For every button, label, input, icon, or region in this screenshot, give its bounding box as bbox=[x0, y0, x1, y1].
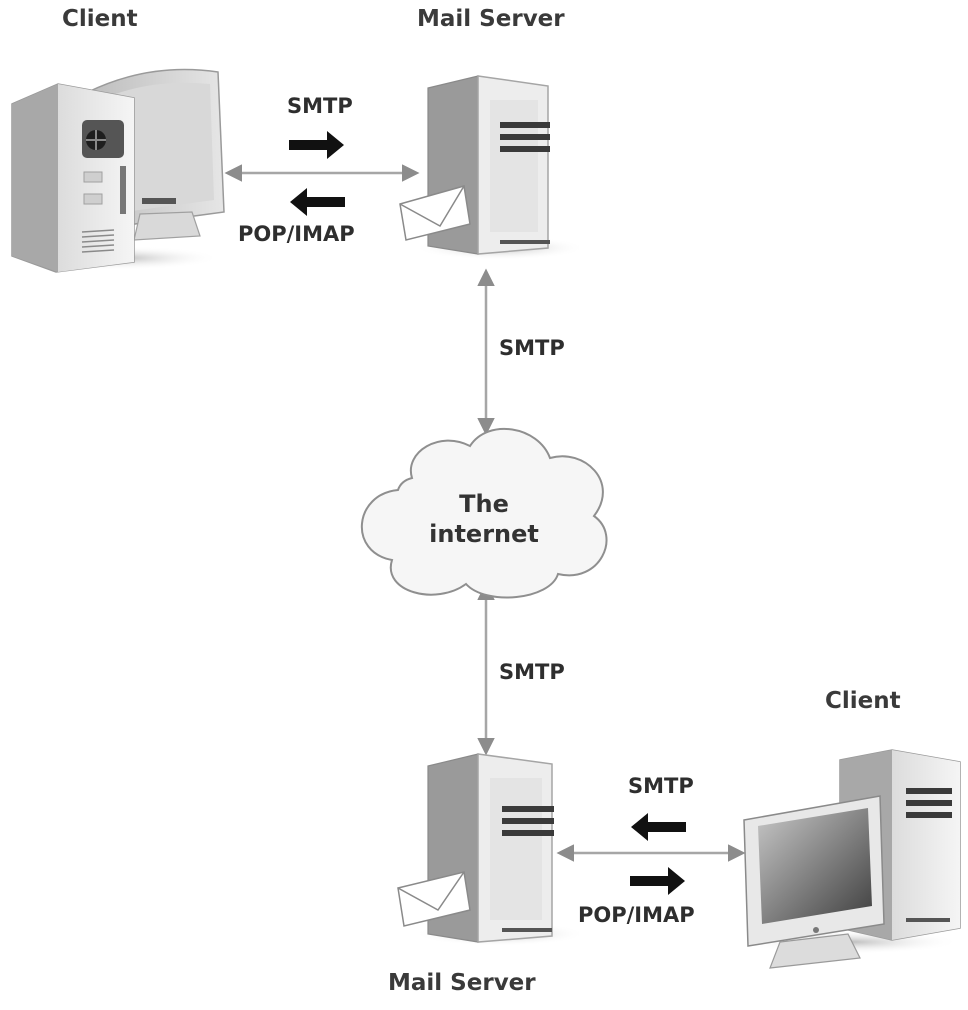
server-top-title: Mail Server bbox=[417, 6, 565, 32]
client-top-title: Client bbox=[62, 6, 138, 32]
cloud-icon bbox=[360, 428, 608, 599]
direction-arrow-icon bbox=[630, 867, 685, 895]
direction-arrow-icon bbox=[289, 131, 344, 159]
internet-label-line1: The bbox=[459, 490, 509, 518]
desktop-pc-icon bbox=[11, 68, 225, 273]
internet-label-line2: internet bbox=[429, 520, 539, 548]
top-receive-protocol-label: POP/IMAP bbox=[238, 222, 355, 246]
direction-arrow-icon bbox=[631, 813, 686, 841]
server-top-internet-protocol-label: SMTP bbox=[499, 336, 565, 360]
monitor-tower-icon bbox=[740, 749, 961, 969]
direction-arrow-icon bbox=[290, 188, 345, 216]
client-bottom-title: Client bbox=[825, 688, 901, 714]
mail-server-icon bbox=[414, 75, 586, 260]
internet-server-bottom-protocol-label: SMTP bbox=[499, 660, 565, 684]
bottom-receive-protocol-label: POP/IMAP bbox=[578, 903, 695, 927]
envelope-icon bbox=[397, 871, 471, 927]
bottom-send-protocol-label: SMTP bbox=[628, 774, 694, 798]
server-bottom-title: Mail Server bbox=[388, 970, 536, 996]
envelope-icon bbox=[399, 185, 471, 241]
top-send-protocol-label: SMTP bbox=[287, 94, 353, 118]
